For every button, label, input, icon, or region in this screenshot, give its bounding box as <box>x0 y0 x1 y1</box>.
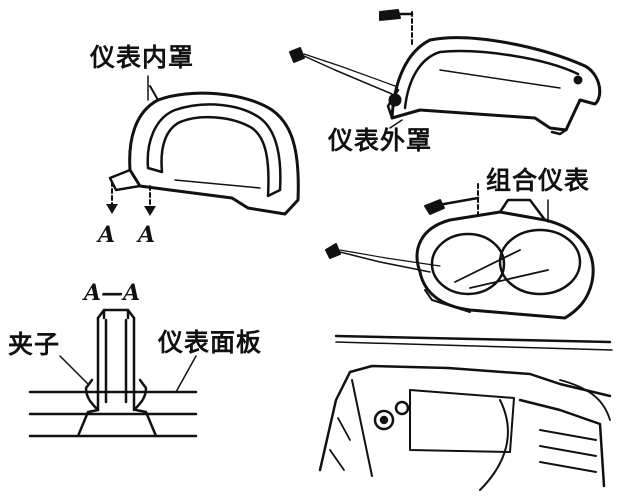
section-arrows <box>106 181 156 216</box>
label-clip: 夹子 <box>8 330 61 359</box>
combination-meter-drawing <box>415 198 595 320</box>
inner-hood-drawing <box>108 85 300 216</box>
section-mark-left: A <box>98 222 116 248</box>
dashboard-drawing <box>318 334 613 491</box>
label-inner-hood: 仪表内罩 <box>90 43 195 72</box>
leader-lines <box>59 75 549 393</box>
section-title: A—A <box>84 280 141 306</box>
outer-hood-screws <box>289 9 414 95</box>
label-outer-hood: 仪表外罩 <box>328 126 433 155</box>
section-mark-right: A <box>138 222 156 248</box>
outer-hood-drawing <box>386 36 602 136</box>
clip-section-drawing <box>28 308 198 438</box>
label-combination-meter: 组合仪表 <box>486 166 591 195</box>
label-instrument-panel: 仪表面板 <box>158 328 263 357</box>
combination-meter-screws <box>325 183 480 273</box>
